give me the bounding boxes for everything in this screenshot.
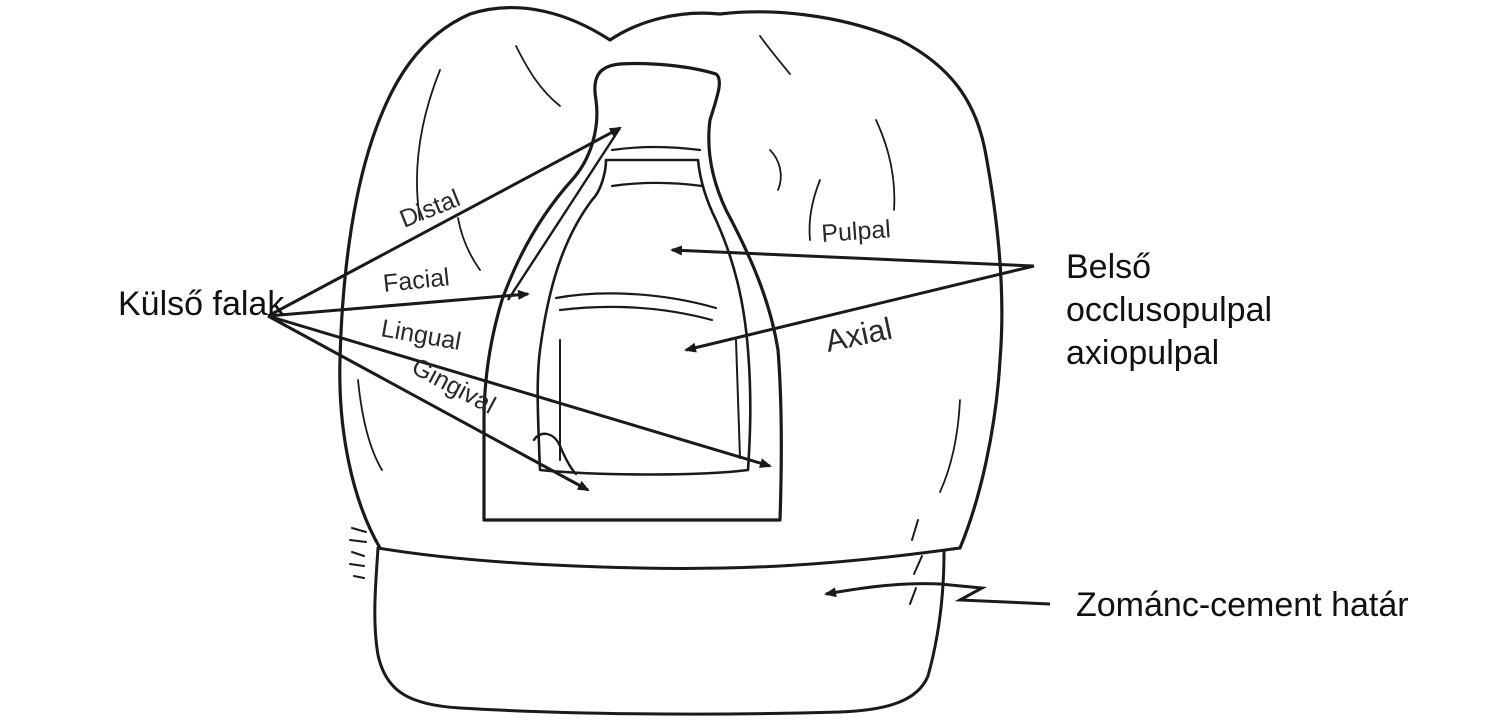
- inner-label-line-3: axiopulpal: [1066, 332, 1272, 375]
- cusp-stroke-7: [876, 120, 894, 210]
- inner-walls-label: Belső occlusopulpal axiopulpal: [1066, 246, 1272, 375]
- axial-wall-line: [560, 340, 740, 460]
- outer-walls-label: Külső falak: [118, 283, 284, 326]
- wall-label-facial: Facial: [382, 263, 451, 298]
- pulpal-floor-curve: [556, 293, 716, 320]
- cej-label: Zománc-cement határ: [1076, 584, 1409, 627]
- cusp-stroke-6: [809, 180, 820, 240]
- side-contour-right: [940, 400, 960, 492]
- cervical-marks-right: [910, 520, 922, 604]
- arrow-lingual: [268, 316, 770, 466]
- wall-label-lingual: Lingual: [379, 314, 463, 356]
- inner-label-line-1: Belső: [1066, 246, 1272, 289]
- arrow-distal-inner: [508, 128, 620, 300]
- wall-label-pulpal: Pulpal: [820, 215, 891, 248]
- arrow-pulpal: [672, 250, 1034, 266]
- inner-label-line-2: occlusopulpal: [1066, 289, 1272, 332]
- cej-line: [378, 548, 960, 568]
- cusp-stroke-2: [458, 218, 480, 270]
- isthmus-lines: [612, 147, 702, 186]
- wall-label-distal: Distal: [396, 184, 464, 233]
- cervical-marks: [350, 528, 366, 578]
- wall-label-axial: Axial: [822, 311, 895, 359]
- cusp-stroke-3: [516, 46, 560, 106]
- root-outline: [375, 548, 944, 714]
- side-contour-left: [358, 380, 382, 470]
- arrow-cej: [826, 584, 1050, 604]
- arrow-facial: [268, 294, 528, 316]
- cusp-stroke-5: [770, 150, 781, 190]
- cusp-stroke-4: [760, 36, 790, 74]
- preparation-outer: [484, 63, 781, 520]
